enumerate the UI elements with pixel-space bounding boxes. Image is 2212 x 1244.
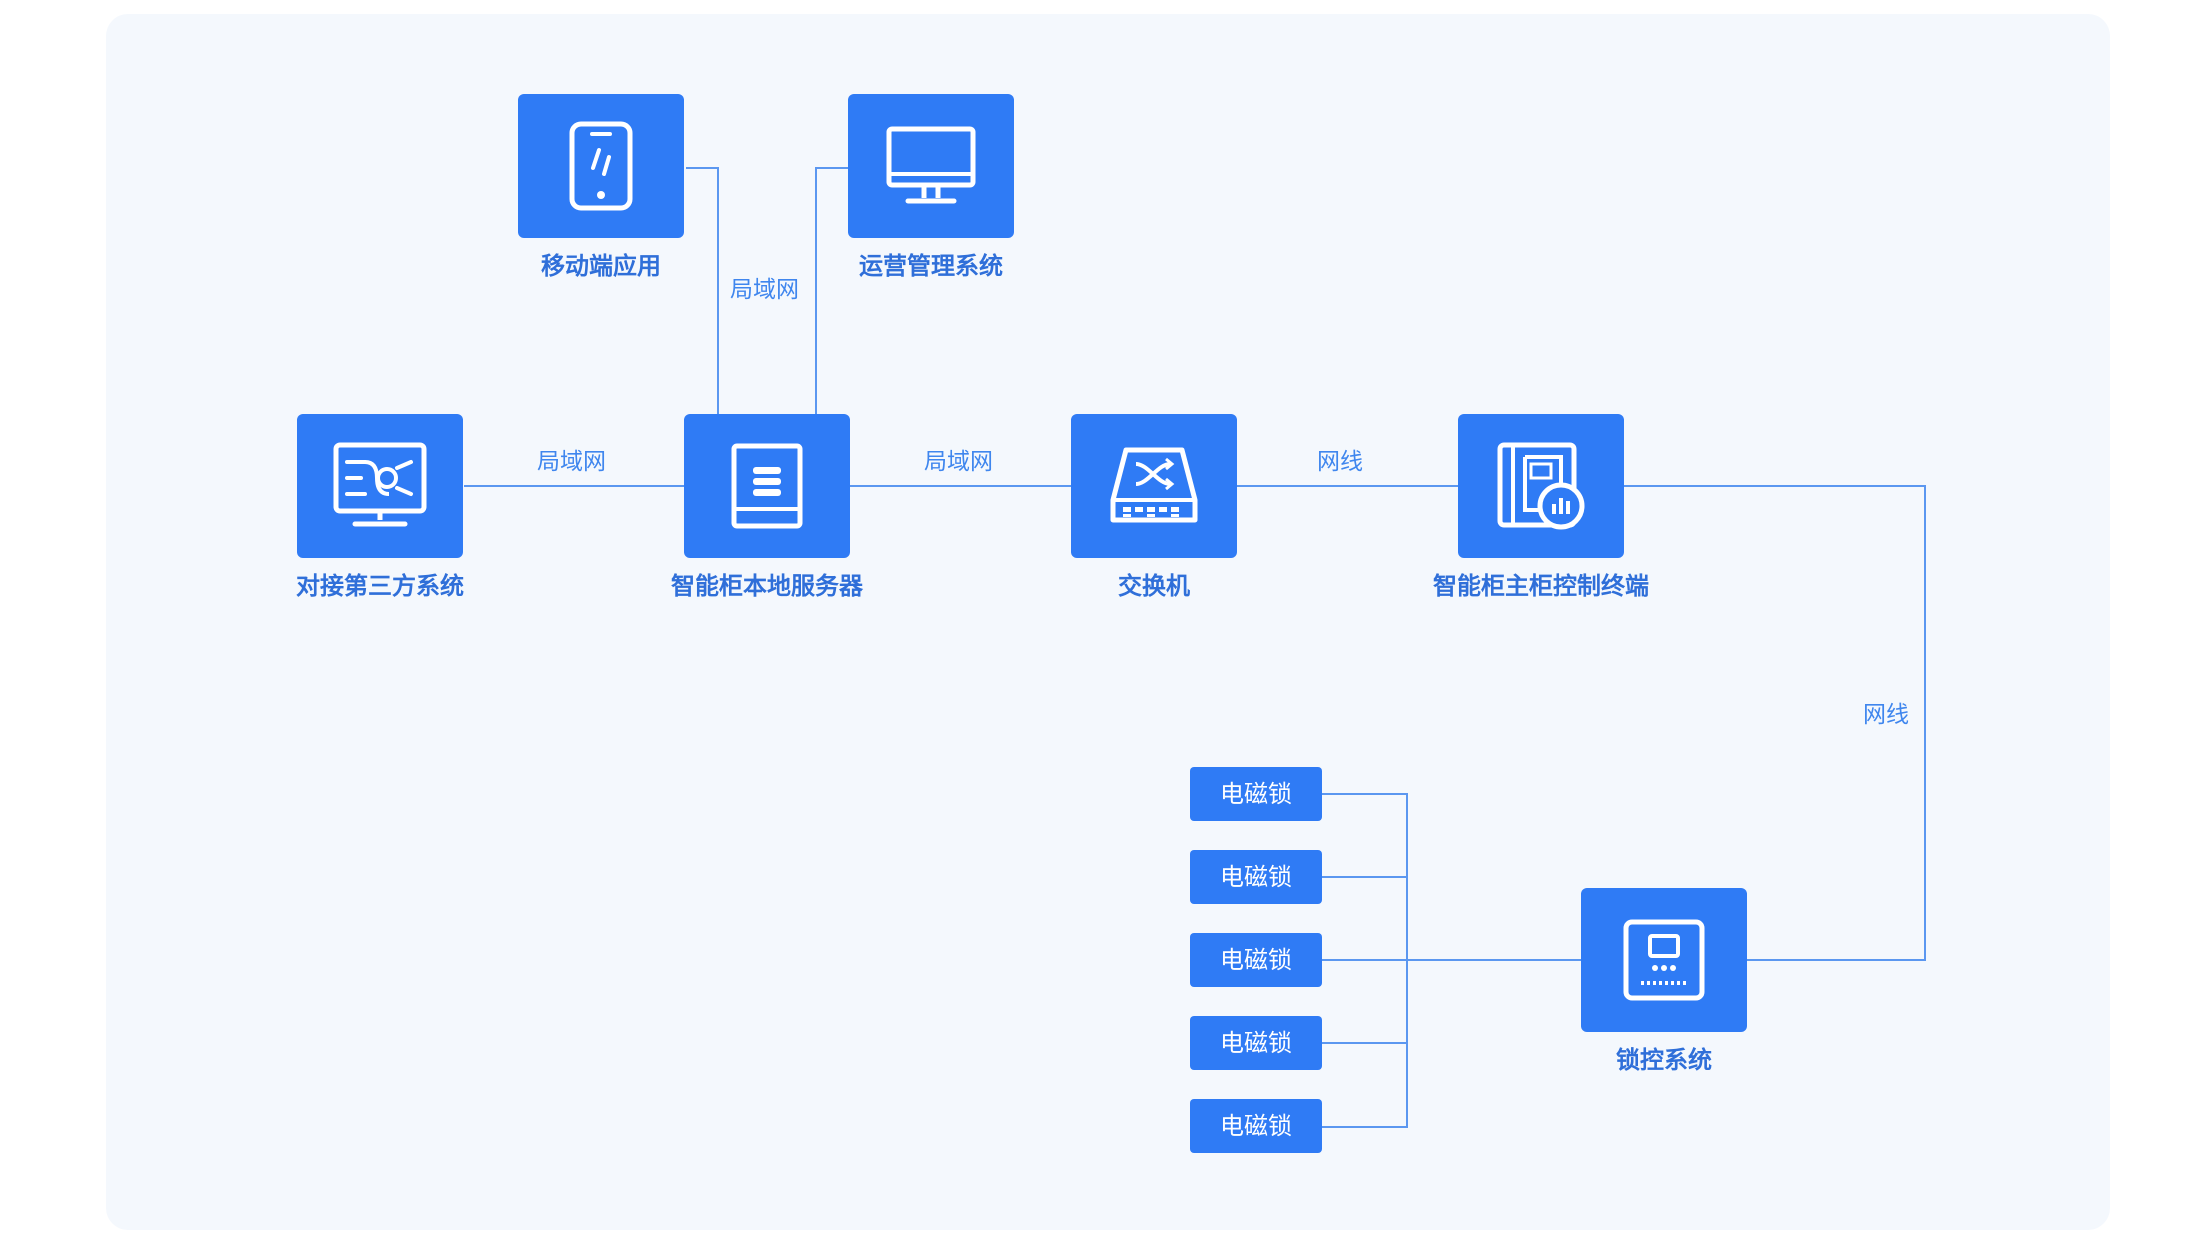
switch-label: 交换机: [1118, 572, 1190, 600]
electromagnetic-lock-5: 电磁锁: [1190, 1099, 1322, 1153]
edge-label-switch-lan: 局域网: [924, 449, 993, 475]
ops-system-label: 运营管理系统: [859, 252, 1003, 280]
switch-node: [1071, 414, 1237, 558]
ops-system-node: [848, 94, 1014, 238]
integration-monitor-icon: [333, 442, 427, 527]
link-terminal-to-lock-system: [1624, 485, 1926, 961]
lock-system-label: 锁控系统: [1616, 1046, 1712, 1074]
monitor-icon: [886, 126, 976, 204]
electromagnetic-lock-3: 电磁锁: [1190, 933, 1322, 987]
edge-label-lock-cable: 网线: [1863, 702, 1909, 728]
edge-label-third-party-lan: 局域网: [537, 449, 606, 475]
electromagnetic-lock-2: 电磁锁: [1190, 850, 1322, 904]
local-server-label: 智能柜本地服务器: [671, 572, 863, 600]
link-ops-to-server: [815, 167, 848, 414]
link-mobile-to-server: [686, 167, 719, 414]
mobile-app-label: 移动端应用: [541, 252, 661, 280]
control-terminal-node: [1458, 414, 1624, 558]
edge-label-upper-lan: 局域网: [730, 277, 799, 303]
edge-label-terminal-cable: 网线: [1317, 449, 1363, 475]
server-icon: [731, 443, 803, 529]
network-switch-icon: [1110, 447, 1198, 523]
third-party-node: [297, 414, 463, 558]
mobile-app-node: [518, 94, 684, 238]
control-terminal-icon: [1497, 442, 1585, 530]
control-terminal-label: 智能柜主柜控制终端: [1433, 572, 1649, 600]
local-server-node: [684, 414, 850, 558]
electromagnetic-lock-1: 电磁锁: [1190, 767, 1322, 821]
electromagnetic-lock-4: 电磁锁: [1190, 1016, 1322, 1070]
tablet-icon: [569, 121, 633, 211]
lock-controller-icon: [1623, 919, 1705, 1001]
diagram-background: [106, 14, 2110, 1230]
lock-system-node: [1581, 888, 1747, 1032]
third-party-label: 对接第三方系统: [296, 572, 464, 600]
